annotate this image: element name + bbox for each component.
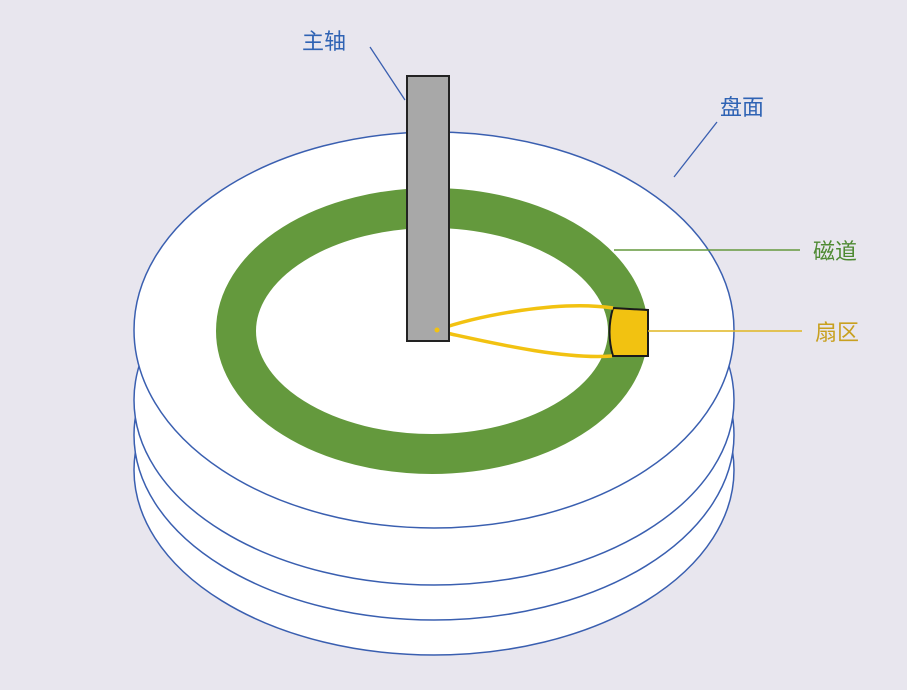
sector-label: 扇区: [815, 321, 859, 346]
platter-label: 盘面: [720, 96, 764, 121]
platter-leader-line: [673, 121, 718, 178]
spindle-center-dot: [434, 327, 440, 333]
sector-block: [608, 306, 649, 357]
spindle-label: 主轴: [302, 30, 346, 55]
track-label: 磁道: [813, 240, 857, 265]
sector-wedge: [436, 304, 614, 359]
spindle-leader-line: [369, 46, 406, 101]
spindle: [406, 75, 450, 342]
